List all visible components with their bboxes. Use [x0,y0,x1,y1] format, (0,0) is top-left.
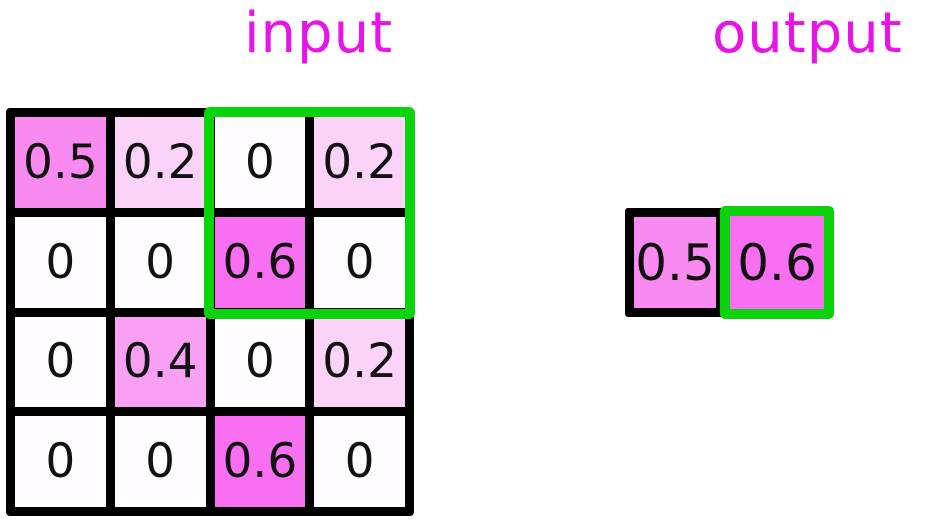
input-cell-r3c2: 0.6 [214,416,306,507]
input-cell-r2c1: 0.4 [114,316,206,408]
output-title: output [712,1,903,66]
output-cell-0: 0.5 [625,208,725,317]
input-cell-r2c2: 0 [214,316,306,408]
input-title: input [244,1,394,66]
input-cell-r1c0: 0 [15,216,106,308]
input-cell-r3c1: 0 [114,416,206,507]
input-cell-r1c3: 0 [314,216,405,308]
input-cell-r1c2: 0.6 [214,216,306,308]
input-cell-r0c3: 0.2 [314,117,405,208]
input-cell-r2c3: 0.2 [314,316,405,408]
input-cell-r0c1: 0.2 [114,117,206,208]
input-cell-r0c2: 0 [214,117,306,208]
output-cell-1: 0.6 [720,206,834,319]
input-cell-r2c0: 0 [15,316,106,408]
input-cell-r1c1: 0 [114,216,206,308]
input-cell-r3c3: 0 [314,416,405,507]
input-cell-r3c0: 0 [15,416,106,507]
input-cell-r0c0: 0.5 [15,117,106,208]
